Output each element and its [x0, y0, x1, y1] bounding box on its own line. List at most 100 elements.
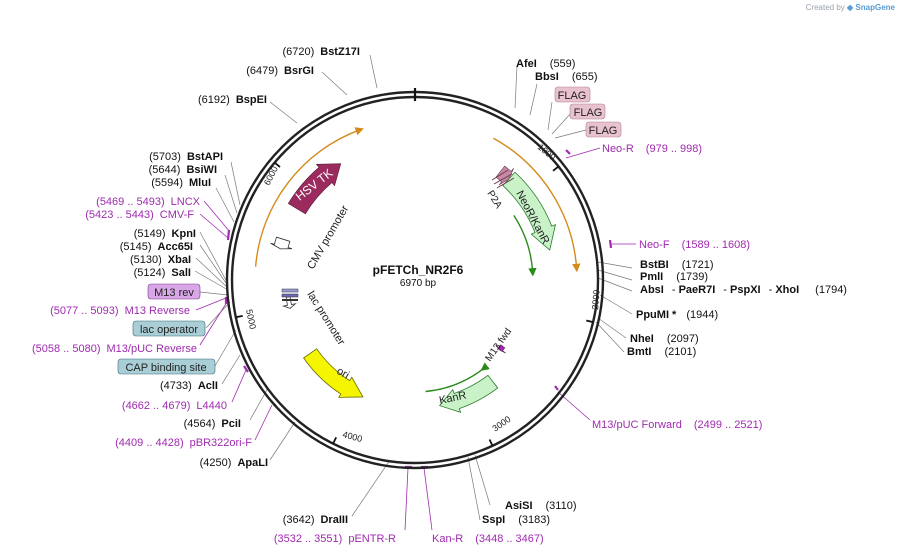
sites-right: AfeI(559) BbsI(655) BstBI(1721) PmlI(173…	[482, 58, 847, 526]
plasmid-size: 6970 bp	[400, 278, 437, 289]
leader-bstapi	[230, 161, 241, 206]
tick-mark	[235, 314, 243, 319]
primer-mark-cmv	[226, 229, 231, 241]
flag-text-3: FLAG	[589, 125, 618, 137]
primer-m13-reverse: (5077 .. 5093)M13 Reverse	[50, 305, 190, 317]
tick-mark	[488, 439, 494, 447]
site-acc65i: (5145)Acc65I	[120, 241, 193, 253]
site-bstz17i: (6720)BstZ17I	[282, 46, 360, 58]
lac-mark-3	[282, 299, 298, 301]
leader-nhei	[597, 317, 627, 339]
site-mlui: (5594)MluI	[151, 177, 211, 189]
m13-rev-text: M13 rev	[154, 287, 194, 299]
site-kpni: (5149)KpnI	[134, 228, 196, 240]
cap-site-box	[117, 358, 216, 375]
snapgene-logo-icon: ◆	[847, 3, 854, 12]
leader-bspei	[269, 101, 298, 124]
leader-bstbi	[597, 261, 633, 269]
tick-mark	[586, 319, 594, 323]
tick-mark	[274, 161, 281, 168]
cap-site-text: CAP binding site	[125, 362, 206, 374]
site-pmli: PmlI(1739)	[640, 271, 708, 283]
flag-box-3	[585, 121, 622, 138]
leader-bbsi	[529, 83, 538, 116]
label-kanr: KanR	[438, 389, 467, 406]
primer-l4440: (4662 .. 4679)L4440	[122, 400, 227, 412]
leader-asisi	[474, 454, 491, 506]
lac-operator-text: lac operator	[140, 324, 198, 336]
site-sspi: SspI(3183)	[482, 514, 550, 526]
site-bsiwi: (5644)BsiWI	[149, 164, 217, 176]
primer-m13puc-reverse: (5058 .. 5080)M13/pUC Reverse	[32, 343, 197, 355]
primer-neo-r: Neo-R(979 .. 998)	[602, 143, 702, 155]
primer-line-m13r	[195, 297, 227, 311]
primer-kan-r: Kan-R(3448 .. 3467)	[432, 533, 544, 545]
boxed-flag-2: FLAG	[569, 103, 606, 120]
primer-mark-neo-f	[608, 239, 613, 249]
leader-bmti	[595, 321, 625, 353]
flag-text-2: FLAG	[574, 107, 603, 119]
primer-line-neo-r	[565, 147, 601, 159]
primer-cmv-f: (5423 .. 5443)CMV-F	[85, 209, 194, 221]
boxed-flag-1: FLAG	[554, 86, 591, 103]
primer-line-kan-r	[423, 467, 433, 531]
primer-neo-f: Neo-F(1589 .. 1608)	[639, 239, 750, 251]
credit-label: Created by ◆ SnapGene	[806, 3, 895, 12]
orf-kanr-inner	[425, 362, 490, 393]
sites-left: (6720)BstZ17I (6479)BsrGI (6192)BspEI (5…	[120, 46, 360, 526]
site-draiii: (3642)DraIII	[283, 514, 348, 526]
leader-m13rev	[199, 291, 229, 296]
primer-line-cmvf	[199, 213, 229, 239]
tick-2000: 2000	[590, 289, 602, 310]
flag-box-2	[569, 103, 606, 120]
leader-mlui	[215, 187, 235, 223]
primer-mark-m13pucf	[554, 385, 559, 391]
feature-lac-promoter	[282, 296, 297, 309]
primer-line-l4440	[231, 369, 247, 403]
lac-mark-1	[281, 288, 299, 293]
leader-afei	[514, 65, 518, 109]
feature-cmv-promoter	[270, 236, 293, 250]
site-bmti: BmtI(2101)	[627, 346, 696, 358]
site-xbai: (5130)XbaI	[130, 254, 191, 266]
credit-brand: SnapGene	[855, 3, 895, 12]
leader-lacop	[205, 301, 231, 329]
credit-prefix: Created by	[805, 3, 845, 12]
tick-mark	[332, 436, 337, 445]
site-afei: AfeI(559)	[516, 58, 575, 70]
label-lac-promoter: lac promoter	[304, 289, 347, 347]
primer-line-pentr-r	[404, 467, 409, 531]
site-acli: (4733)AclI	[160, 380, 218, 392]
leader-xbai	[195, 257, 229, 289]
site-bbsi: BbsI(655)	[535, 71, 598, 83]
orf-hsv-tk-outer	[254, 127, 364, 267]
leader-ppumi	[599, 294, 633, 315]
label-m13-fwd: M13 fwd	[483, 326, 514, 363]
lac-operator-box	[132, 320, 206, 337]
primer-line-pbr322	[254, 404, 273, 441]
site-ppumi: PpuMI *(1944)	[636, 309, 718, 321]
primer-pentr-r: (3532 .. 3551)pENTR-R	[274, 533, 396, 545]
primer-mark-neo-r	[565, 149, 571, 155]
tick-mark	[552, 165, 560, 172]
leader-apali	[269, 421, 296, 461]
lac-operator-marks	[281, 288, 299, 301]
feature-kanr	[438, 374, 499, 413]
orf-neor-inner	[513, 215, 537, 277]
feature-ori	[303, 348, 364, 398]
boxed-flag-3: FLAG	[585, 121, 622, 138]
primer-line-lncx	[203, 200, 231, 233]
site-asisi: AsiSI(3110)	[505, 500, 577, 512]
primer-pbr322ori-f: (4409 .. 4428)pBR322ori-F	[115, 437, 252, 449]
leader-draiii	[351, 459, 391, 517]
flag-marks	[491, 169, 515, 189]
position-ticks	[235, 161, 594, 447]
boxed-cap-site: CAP binding site	[117, 358, 216, 375]
leader-acli	[221, 354, 241, 385]
flag-box-1	[554, 86, 591, 103]
boxed-lac-operator: lac operator	[132, 320, 206, 337]
label-ori: ori	[335, 365, 352, 382]
feature-m13-fwd	[495, 344, 506, 354]
leader-flag2	[551, 111, 573, 135]
